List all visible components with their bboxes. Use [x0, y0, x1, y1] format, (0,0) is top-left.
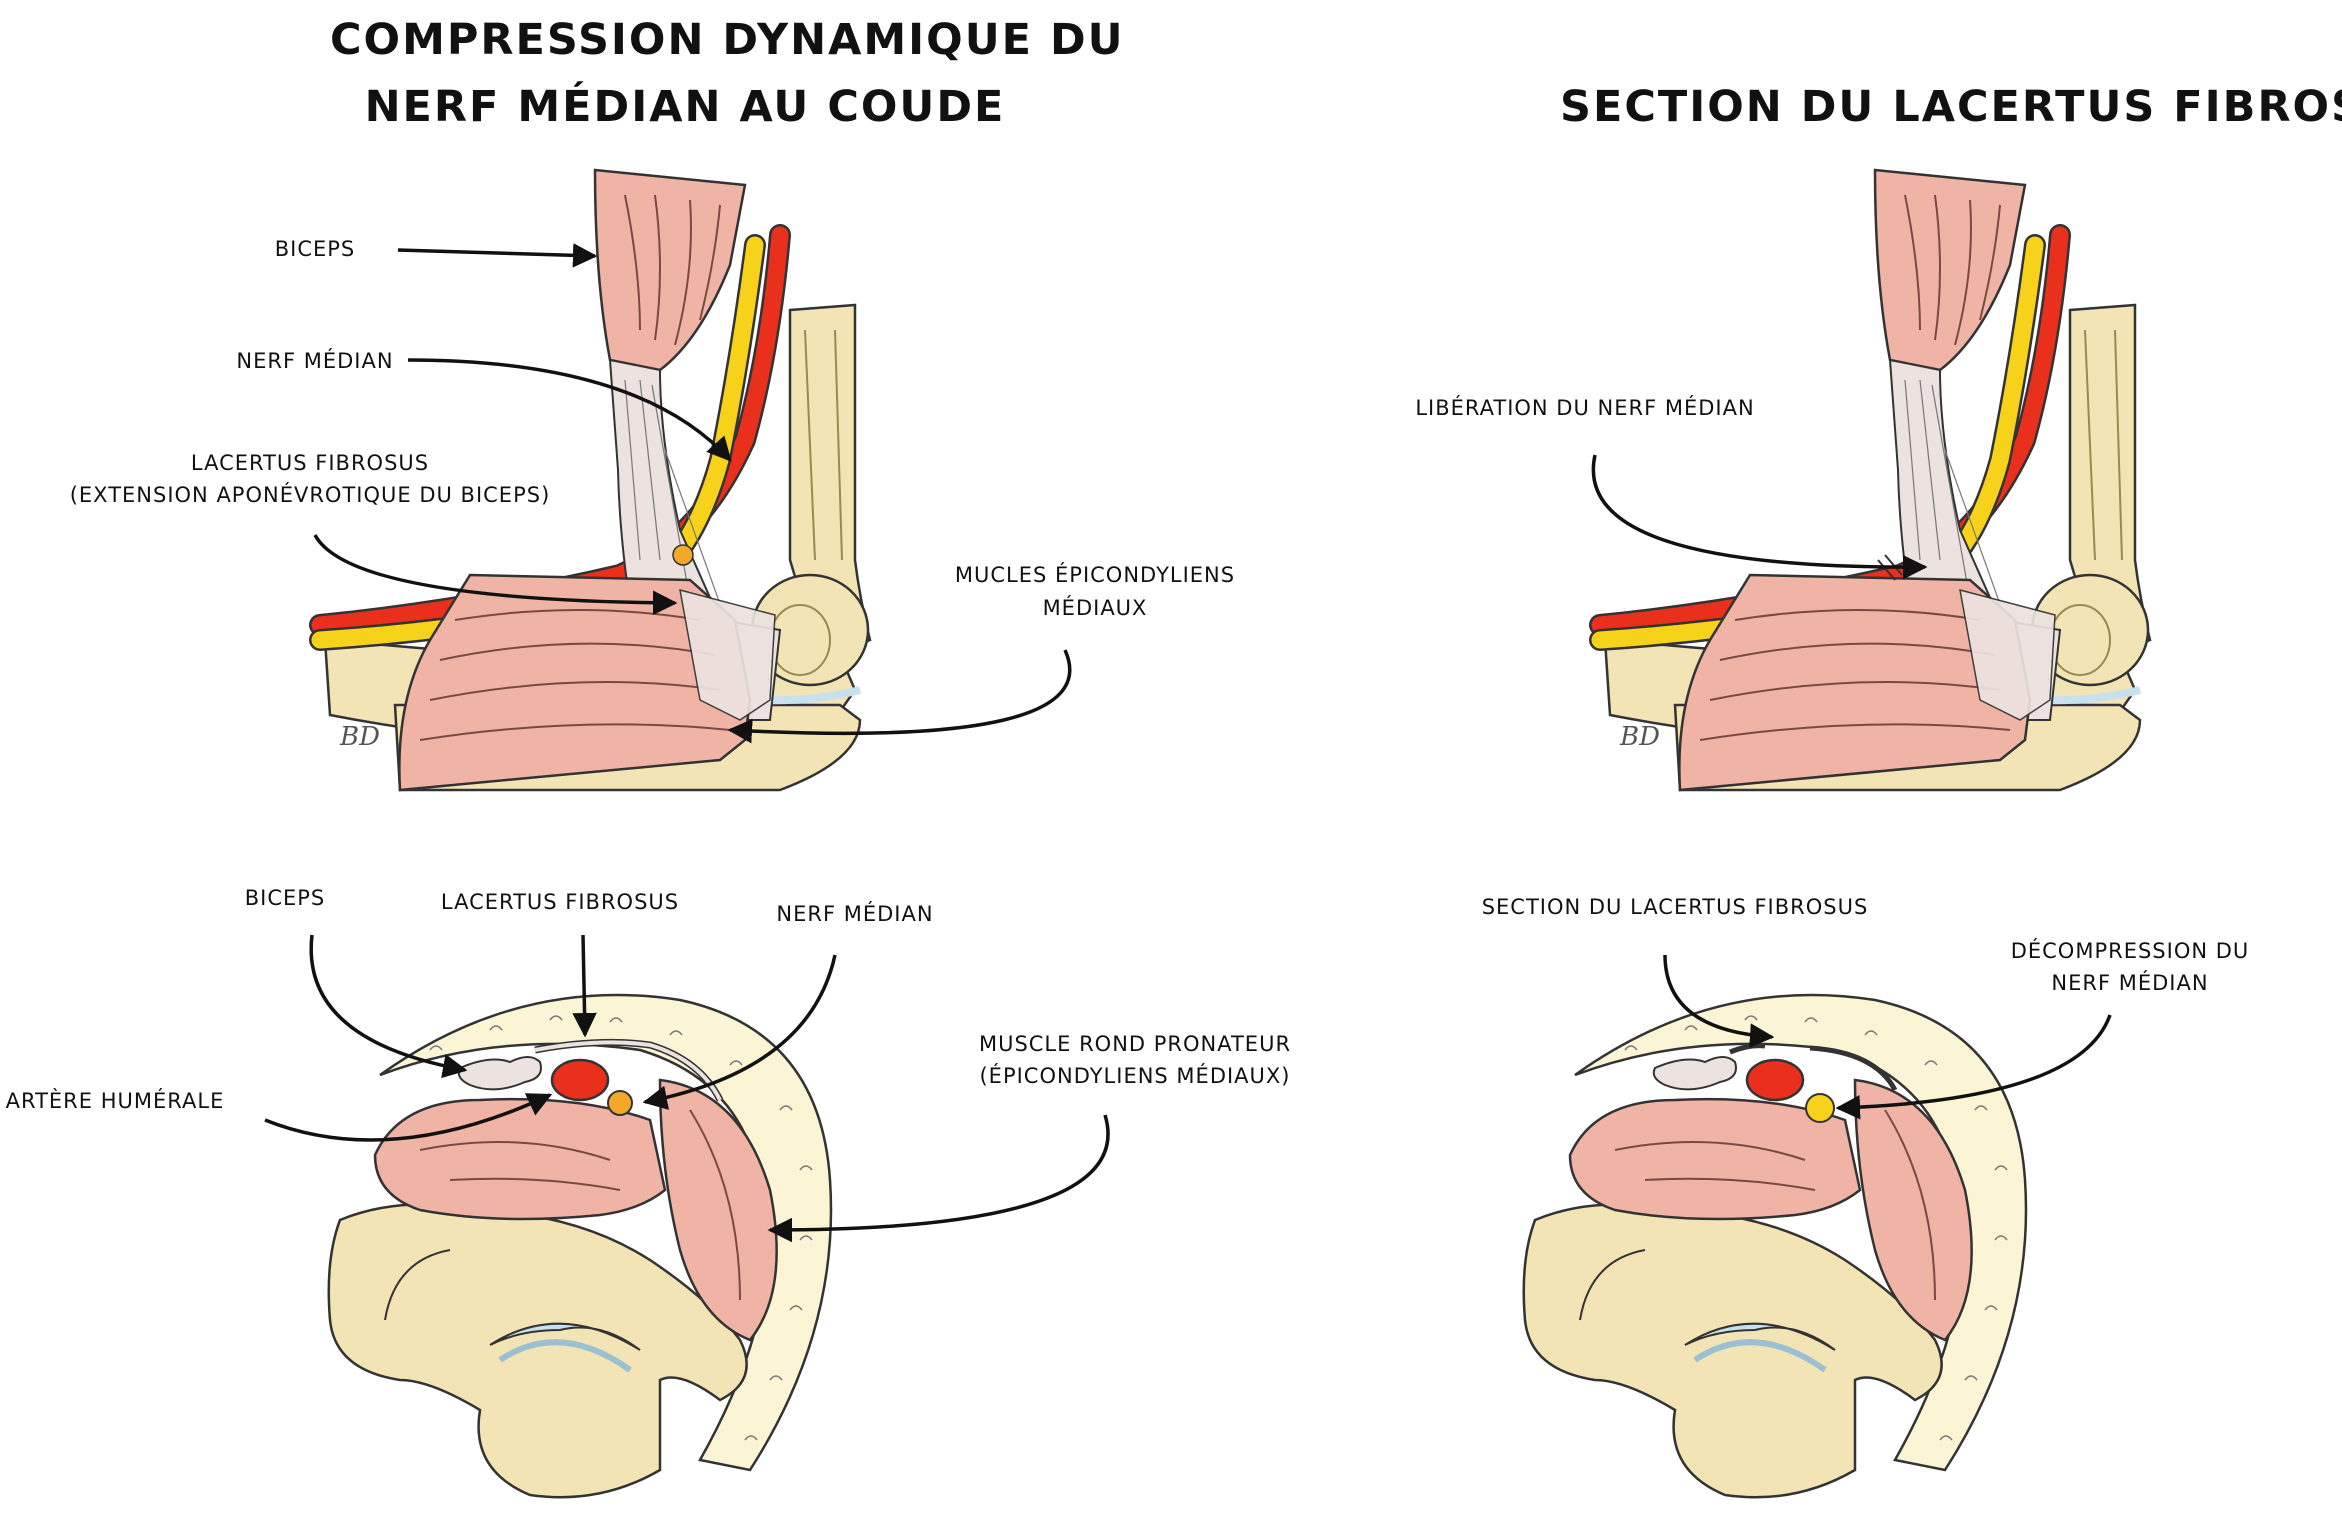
label-nerf-median: NERF MÉDIAN	[236, 349, 394, 373]
arrow-nerf-median	[407, 358, 732, 462]
arrow-biceps	[397, 243, 598, 268]
lateral-elbow-compression	[320, 170, 870, 790]
label-lacertus-sub: (EXTENSION APONÉVROTIQUE DU BICEPS)	[69, 483, 551, 507]
label-rond-pronateur: MUSCLE ROND PRONATEUR	[978, 1032, 1292, 1056]
arrow-lacertus	[313, 534, 678, 616]
section-compression	[329, 995, 831, 1497]
left-title-line2: NERF MÉDIAN AU COUDE	[364, 82, 1006, 132]
arrow-epicondyliens	[727, 649, 1072, 744]
section-release	[1524, 995, 2026, 1497]
left-title-line1: COMPRESSION DYNAMIQUE DU	[330, 15, 1125, 65]
arrow-section-cut	[1663, 954, 1775, 1048]
median-nerve-free	[1805, 1093, 1835, 1123]
arrow-artere	[264, 1093, 553, 1142]
compression-point	[672, 544, 694, 566]
label-decompression: DÉCOMPRESSION DU	[2010, 939, 2250, 963]
label-epicondyliens: MUCLES ÉPICONDYLIENS	[954, 563, 1236, 587]
arrow-rond-pronateur	[767, 1114, 1110, 1243]
label-decompression-sub: NERF MÉDIAN	[2051, 971, 2209, 995]
label-liberation: LIBÉRATION DU NERF MÉDIAN	[1415, 396, 1755, 420]
label-lacertus: LACERTUS FIBROSUS	[190, 451, 430, 475]
arrow-section-lacertus	[572, 934, 597, 1038]
arrow-liberation	[1591, 454, 1928, 580]
arrow-section-nerf	[642, 954, 837, 1110]
label-section-lacertus-cut: SECTION DU LACERTUS FIBROSUS	[1481, 895, 1869, 919]
right-title: SECTION DU LACERTUS FIBROSUS	[1560, 82, 2342, 132]
label-section-nerf: NERF MÉDIAN	[776, 902, 934, 926]
label-rond-pronateur-sub: (ÉPICONDYLIENS MÉDIAUX)	[979, 1064, 1291, 1088]
label-biceps: BICEPS	[274, 237, 356, 261]
arrow-decompression	[1835, 1014, 2112, 1120]
label-artere: ARTÈRE HUMÉRALE	[5, 1089, 225, 1113]
arrow-section-biceps	[309, 934, 468, 1079]
label-section-biceps: BICEPS	[244, 886, 326, 910]
label-epicondyliens-sub: MÉDIAUX	[1042, 596, 1148, 620]
lacertus-cut-mark	[1877, 554, 1903, 581]
lateral-elbow-release	[1600, 170, 2150, 790]
median-nerve-compressed	[607, 1090, 633, 1116]
label-section-lacertus: LACERTUS FIBROSUS	[440, 890, 680, 914]
